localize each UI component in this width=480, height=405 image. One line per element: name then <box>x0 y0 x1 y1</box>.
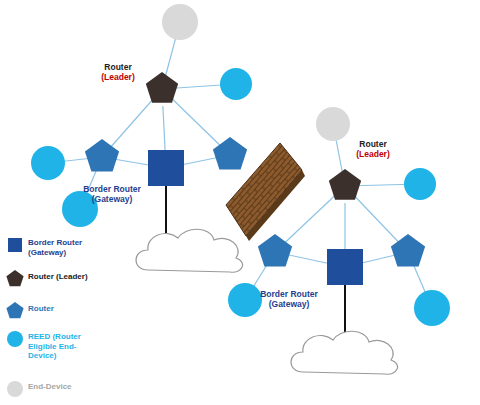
legend-text: Router (Leader) <box>28 272 102 282</box>
legend: Border Router (Gateway) Router (Leader) Ro… <box>4 232 114 402</box>
reed-device <box>31 146 65 180</box>
node-label: Router(Leader) <box>348 139 398 159</box>
pentagon-shape <box>146 72 178 103</box>
border-router: Border Router (Gateway) <box>327 249 363 285</box>
square-shape <box>327 249 363 285</box>
uplink-wire <box>344 285 346 336</box>
legend-swatch <box>6 236 24 254</box>
node-text: (Leader) <box>348 149 398 159</box>
legend-text: End-Device <box>28 382 102 392</box>
square-symbol <box>148 150 184 186</box>
legend-text: Router <box>28 304 102 314</box>
router-symbol <box>391 234 425 267</box>
reed-device <box>228 283 262 317</box>
node-text: (Leader) <box>93 72 143 82</box>
pentagon-symbol <box>328 169 362 203</box>
legend-text: REED (Router Eligible End-Device) <box>28 332 102 361</box>
internet-cloud <box>136 229 243 272</box>
legend-swatch <box>6 380 24 398</box>
reed-device <box>220 68 252 100</box>
legend-swatch-shape <box>7 381 23 397</box>
legend-swatch-shape <box>6 302 23 318</box>
reed-device <box>404 168 436 200</box>
end-device <box>162 4 198 40</box>
legend-swatch-shape <box>7 331 23 347</box>
square-symbol <box>327 249 363 285</box>
border-router: Border Router (Gateway) <box>148 150 184 186</box>
mesh-link <box>163 106 165 150</box>
node-text: Border Router (Gateway) <box>74 184 150 204</box>
legend-swatch <box>6 330 24 348</box>
mesh-link <box>344 203 345 249</box>
node-label: Router(Leader) <box>93 62 143 82</box>
leader-router: Router(Leader) <box>328 169 362 203</box>
router-symbol <box>85 139 119 172</box>
internet-cloud <box>291 331 398 374</box>
firewall-wall <box>226 143 305 241</box>
leader-router: Router(Leader) <box>145 72 179 106</box>
node-text: Router <box>348 139 398 149</box>
legend-swatch-shape <box>8 238 22 252</box>
pentagon-symbol <box>145 72 179 106</box>
uplink-wire <box>165 186 167 234</box>
legend-text: Border Router (Gateway) <box>28 238 102 257</box>
legend-swatch <box>6 270 24 288</box>
node-label: Border Router (Gateway) <box>74 184 150 204</box>
reed-device <box>414 290 450 326</box>
node-text: Router <box>93 62 143 72</box>
wall-face <box>226 143 302 236</box>
legend-swatch-shape <box>6 270 23 286</box>
node-text: Border Router (Gateway) <box>251 289 327 309</box>
square-shape <box>148 150 184 186</box>
node-label: Border Router (Gateway) <box>251 289 327 309</box>
end-device <box>316 107 350 141</box>
mesh-links-1 <box>48 22 236 209</box>
router-symbol <box>258 234 292 267</box>
router-symbol <box>213 137 247 170</box>
legend-swatch <box>6 302 24 320</box>
pentagon-shape <box>329 169 361 200</box>
